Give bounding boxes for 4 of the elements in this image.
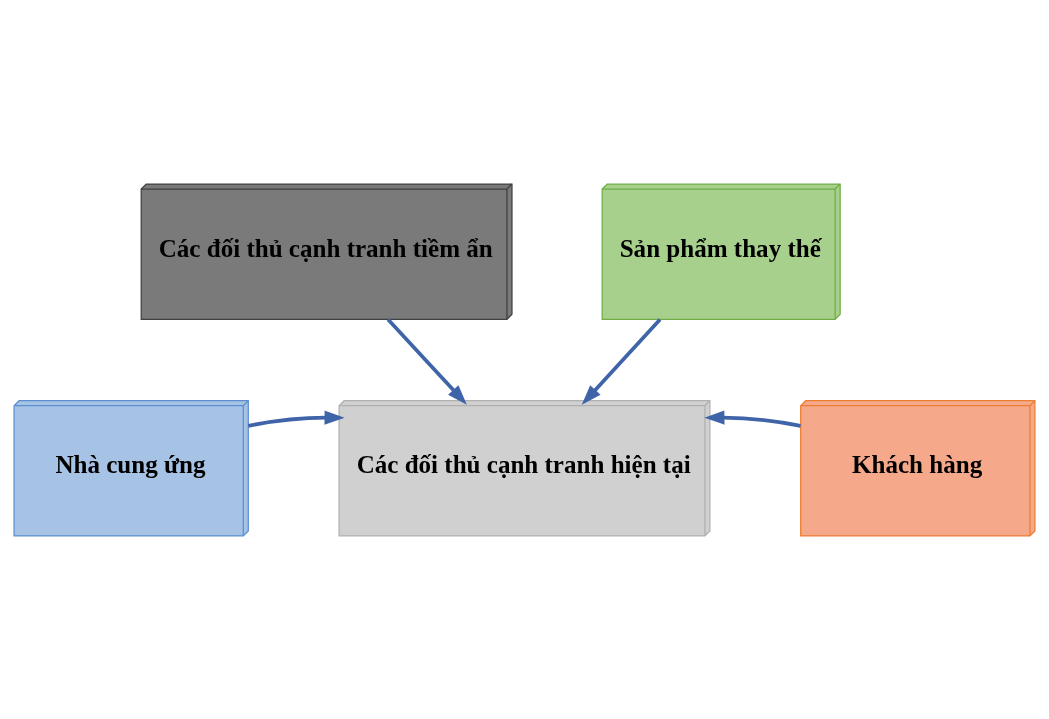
arrow	[386, 317, 467, 405]
arrow	[247, 410, 345, 428]
arrow	[704, 410, 801, 428]
arrow	[581, 317, 662, 405]
